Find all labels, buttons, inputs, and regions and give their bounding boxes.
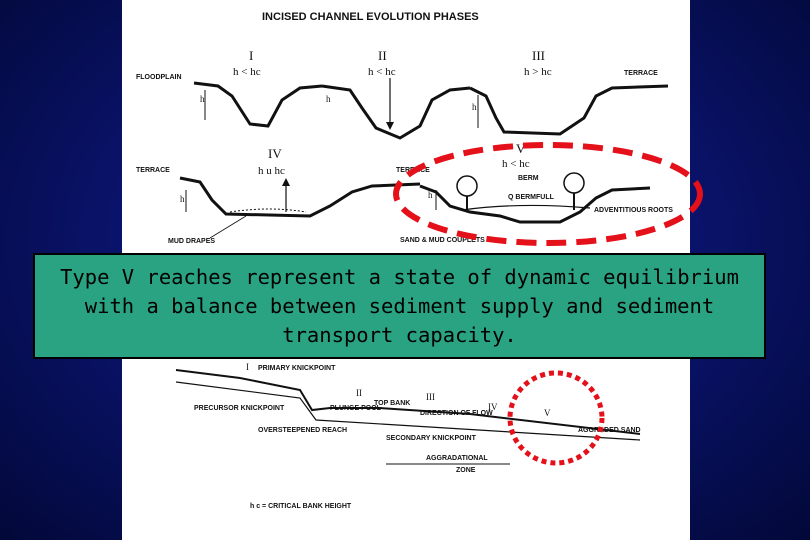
phase-i-equation: h < hc [233, 66, 261, 78]
svg-text:V: V [544, 408, 551, 418]
phase-ii-numeral: II [378, 48, 387, 63]
svg-text:h: h [180, 194, 185, 204]
oversteepened-reach-label: OVERSTEEPENED REACH [258, 427, 347, 434]
zone-label: ZONE [456, 467, 476, 474]
phase-v-numeral: V [516, 141, 526, 156]
precursor-knickpoint-label: PRECURSOR KNICKPOINT [194, 405, 285, 412]
critical-bank-height-label: h c = CRITICAL BANK HEIGHT [250, 503, 352, 510]
top-bank-label: TOP BANK [374, 400, 410, 407]
svg-text:h: h [472, 102, 477, 112]
phase-v-profile [419, 184, 651, 224]
phase-ii: II h < hc h [321, 48, 471, 140]
callout-text: Type V reaches represent a state of dyna… [60, 264, 739, 347]
adventitious-roots-label: ADVENTITIOUS ROOTS [594, 207, 673, 214]
svg-text:III: III [426, 392, 435, 402]
phase-iii: III h > hc TERRACE h [469, 48, 669, 136]
phase-iv-numeral: IV [268, 146, 282, 161]
mud-drapes-label: MUD DRAPES [168, 238, 215, 245]
berm-label: BERM [518, 175, 539, 182]
bermfull-label: Q BERMFULL [508, 194, 555, 201]
floodplain-label: FLOODPLAIN [136, 74, 182, 81]
phase-v: V h < hc BERM Q BERMFULL ADVENTITIOUS RO… [400, 141, 673, 244]
direction-of-flow-label: DIRECTION OF FLOW [420, 410, 493, 417]
phase-iv-equation: h u hc [258, 165, 285, 177]
tree-left [456, 175, 478, 210]
primary-knickpoint-label: PRIMARY KNICKPOINT [258, 365, 336, 372]
phase-v-equation: h < hc [502, 158, 530, 170]
plunge-pool-label: PLUNGE POOL [330, 405, 382, 412]
callout-box: Type V reaches represent a state of dyna… [33, 253, 766, 359]
secondary-knickpoint-label: SECONDARY KNICKPOINT [386, 435, 477, 442]
phase-iii-numeral: III [532, 48, 545, 63]
sand-mud-couplets-label: SAND & MUD COUPLETS [400, 237, 485, 244]
svg-text:h: h [200, 94, 205, 104]
aggraded-sand-label: AGGRADED SAND [578, 427, 641, 434]
terrace-label-right: TERRACE [624, 70, 658, 77]
phase-iv-profile [179, 176, 421, 218]
profile-v-highlight [507, 370, 605, 466]
tree-right [563, 172, 585, 210]
svg-text:II: II [356, 388, 362, 398]
phase-iii-equation: h > hc [524, 66, 552, 78]
phase-i: I h < hc FLOODPLAIN h [136, 48, 323, 128]
aggradational-label: AGGRADATIONAL [426, 455, 488, 462]
phase-iii-profile [469, 84, 669, 136]
phase-ii-equation: h < hc [368, 66, 396, 78]
svg-text:I: I [246, 362, 249, 372]
phase-iv: IV h u hc TERRACE h MUD DRAPES TERRACE [136, 146, 430, 245]
terrace-label-left: TERRACE [136, 167, 170, 174]
diagram-title: INCISED CHANNEL EVOLUTION PHASES [262, 11, 479, 23]
phase-i-profile [193, 81, 323, 128]
longitudinal-profile: PRIMARY KNICKPOINT I PRECURSOR KNICKPOIN… [175, 362, 641, 510]
phase-v-highlight [393, 142, 703, 246]
svg-text:IV: IV [488, 402, 498, 412]
phase-i-numeral: I [249, 48, 253, 63]
svg-text:h: h [326, 94, 331, 104]
phase-ii-profile [321, 84, 471, 140]
svg-text:h: h [428, 190, 433, 200]
